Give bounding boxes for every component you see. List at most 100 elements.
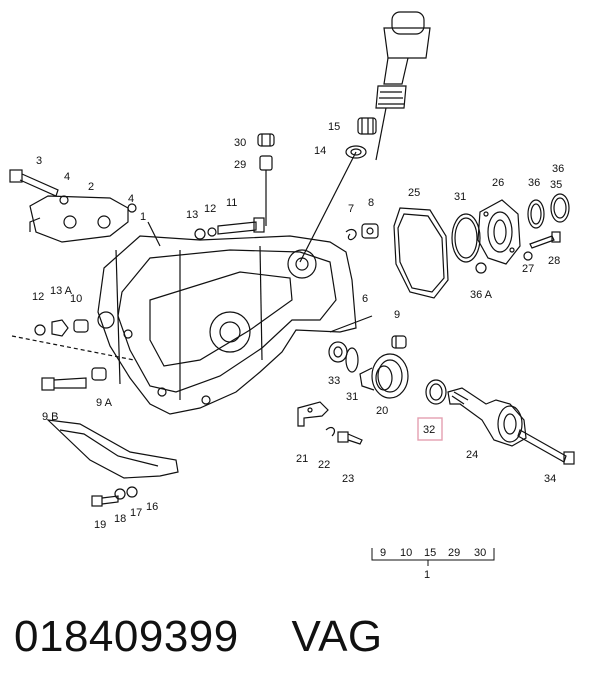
part-30-drawing: [257, 133, 275, 147]
nut-13: [194, 228, 206, 240]
cover-26-drawing: [477, 199, 521, 265]
bolt-19-drawing: [91, 495, 119, 507]
footer-caption: 018409399 VAG: [14, 612, 383, 662]
label-9A: 9 A: [96, 397, 113, 409]
label-17: 17: [130, 507, 142, 519]
label-28: 28: [548, 255, 560, 267]
label-10: 10: [70, 293, 82, 305]
drawing-linework: [9, 11, 575, 507]
label-8: 8: [368, 197, 374, 209]
label-36-a: 36: [528, 177, 540, 189]
label-31-top: 31: [454, 191, 466, 203]
bolt-9B-drawing: [41, 377, 87, 391]
sleeve-10-drawing: [73, 319, 89, 333]
group-bracket: 9 10 15 29 30 1: [371, 547, 495, 581]
ring-31-drawing: [451, 213, 481, 263]
bolt-34-drawing: [517, 429, 575, 465]
label-1: 1: [140, 211, 146, 223]
label-19: 19: [94, 519, 106, 531]
leader-14: [299, 151, 357, 263]
nut-13A-drawing: [51, 319, 69, 337]
plug-8-drawing: [361, 223, 379, 239]
bracket-16-drawing: [46, 419, 179, 479]
label-34: 34: [544, 473, 556, 485]
label-14: 14: [314, 145, 326, 157]
label-26: 26: [492, 177, 504, 189]
flange-20-drawing: [359, 353, 409, 399]
label-16: 16: [146, 501, 158, 513]
leader-left-dash: [11, 335, 135, 361]
plug-9-drawing: [391, 335, 407, 349]
clip-7-drawing: [345, 228, 357, 241]
label-36A: 36 A: [470, 289, 493, 301]
label-32: 32: [423, 424, 435, 436]
oring-36A-drawing: [475, 262, 487, 274]
washer-4a: [59, 195, 69, 205]
label-12-left: 12: [32, 291, 44, 303]
ring-36-a-inner: [530, 203, 542, 225]
label-3: 3: [36, 155, 42, 167]
label-18: 18: [114, 513, 126, 525]
clip-22-drawing: [325, 426, 336, 437]
seal-32-drawing: [425, 379, 447, 405]
highlight-box-32: [417, 417, 443, 441]
bearing-15-drawing: [357, 117, 377, 135]
group-item-9: 9: [380, 547, 386, 559]
label-36-b: 36: [552, 163, 564, 175]
group-item-30: 30: [474, 547, 486, 559]
label-7: 7: [348, 203, 354, 215]
label-13A: 13 A: [50, 285, 73, 297]
ring-35-drawing: [550, 193, 570, 223]
washer-4b: [127, 203, 137, 213]
label-20: 20: [376, 405, 388, 417]
part-number: 018409399: [14, 612, 239, 661]
part-labels: 3 4 2 4 1 13 12 11 30 29 15 14 7 8 25 31…: [32, 121, 564, 531]
washer-12-top: [207, 227, 217, 237]
bolt-11-drawing: [217, 217, 265, 235]
bearing-33-drawing: [328, 341, 348, 363]
group-item-29: 29: [448, 547, 460, 559]
group-label-1: 1: [424, 569, 430, 581]
label-9B: 9 B: [42, 411, 59, 423]
seal-14-drawing: [345, 145, 367, 159]
bracket-2-drawing: [29, 195, 129, 243]
ring-31-inner: [454, 217, 478, 259]
washer-18-drawing: [114, 488, 126, 500]
label-2: 2: [88, 181, 94, 193]
label-31-bottom: 31: [346, 391, 358, 403]
transmission-housing-drawing: [97, 235, 357, 415]
label-23: 23: [342, 473, 354, 485]
washer-17-drawing: [126, 486, 138, 498]
shaft-24-drawing: [447, 387, 527, 447]
label-4b: 4: [128, 193, 134, 205]
group-item-10: 10: [400, 547, 412, 559]
speedo-drive-drawing: [375, 11, 431, 161]
washer-12-left: [34, 324, 46, 336]
label-22: 22: [318, 459, 330, 471]
label-29-top: 29: [234, 159, 246, 171]
label-4a: 4: [64, 171, 70, 183]
group-item-15: 15: [424, 547, 436, 559]
label-15-top: 15: [328, 121, 340, 133]
part-29-drawing: [259, 155, 273, 226]
group-bracket-line: [371, 548, 495, 561]
label-21: 21: [296, 453, 308, 465]
bolt-3-drawing: [9, 169, 59, 197]
washer-27-drawing: [523, 251, 533, 261]
label-35: 35: [550, 179, 562, 191]
label-13: 13: [186, 209, 198, 221]
label-30-top: 30: [234, 137, 246, 149]
plate-21-drawing: [297, 401, 329, 427]
label-27: 27: [522, 263, 534, 275]
bolt-23-drawing: [337, 431, 363, 445]
sleeve-9A-drawing: [91, 367, 107, 381]
ring-31b-drawing: [345, 347, 359, 373]
gasket-25-inner: [397, 213, 445, 293]
ring-35-inner: [553, 197, 567, 219]
shaft-6-drawing: [329, 315, 373, 333]
bolt-28-drawing: [529, 231, 561, 249]
label-9-right: 9: [394, 309, 400, 321]
label-6: 6: [362, 293, 368, 305]
seal-32-inner: [429, 383, 443, 401]
